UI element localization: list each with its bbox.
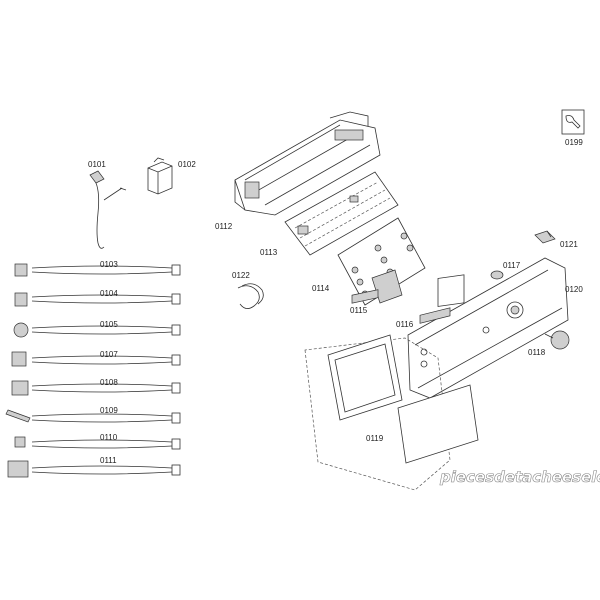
front-panel-part [407,257,569,399]
harness-0111 [7,460,181,478]
harness-0109 [5,409,181,424]
label-0116: 0116 [396,320,414,329]
label-0113: 0113 [260,248,278,257]
label-0109: 0109 [100,406,118,415]
button-part [490,270,504,280]
harness-0110 [14,436,181,450]
detergent-drawer-part [304,289,479,491]
label-0108: 0108 [100,378,118,387]
harness-list [5,263,181,478]
label-0102: 0102 [178,160,196,169]
label-0122: 0122 [232,271,250,280]
harness-0108 [11,380,181,396]
label-0117: 0117 [503,261,521,270]
label-0107: 0107 [100,350,118,359]
harness-0105 [13,322,181,338]
label-0111: 0111 [100,456,117,465]
label-0112: 0112 [215,222,233,231]
label-0101: 0101 [88,160,106,169]
label-0105: 0105 [100,320,118,329]
watermark-text: piecesdetacheeselec.com [439,468,600,486]
label-0110: 0110 [100,433,118,442]
filter-part [147,157,173,195]
harness-0107 [11,351,181,367]
label-0121: 0121 [560,240,578,249]
label-0115: 0115 [350,306,368,315]
label-0118: 0118 [528,348,546,357]
label-0114: 0114 [312,284,330,293]
label-0199: 0199 [565,138,583,147]
harness-0103 [14,263,181,277]
label-0104: 0104 [100,289,118,298]
power-cord-part [89,170,127,249]
clip-part [534,230,556,244]
main-pcb-part [284,171,399,256]
knob-part [544,330,570,350]
label-0103: 0103 [100,260,118,269]
label-0119: 0119 [366,434,384,443]
module-housing-part [234,111,381,216]
label-0120: 0120 [565,285,583,294]
ribbon-cable-part [237,283,264,309]
harness-0104 [14,292,181,307]
service-manual-icon [561,109,585,135]
